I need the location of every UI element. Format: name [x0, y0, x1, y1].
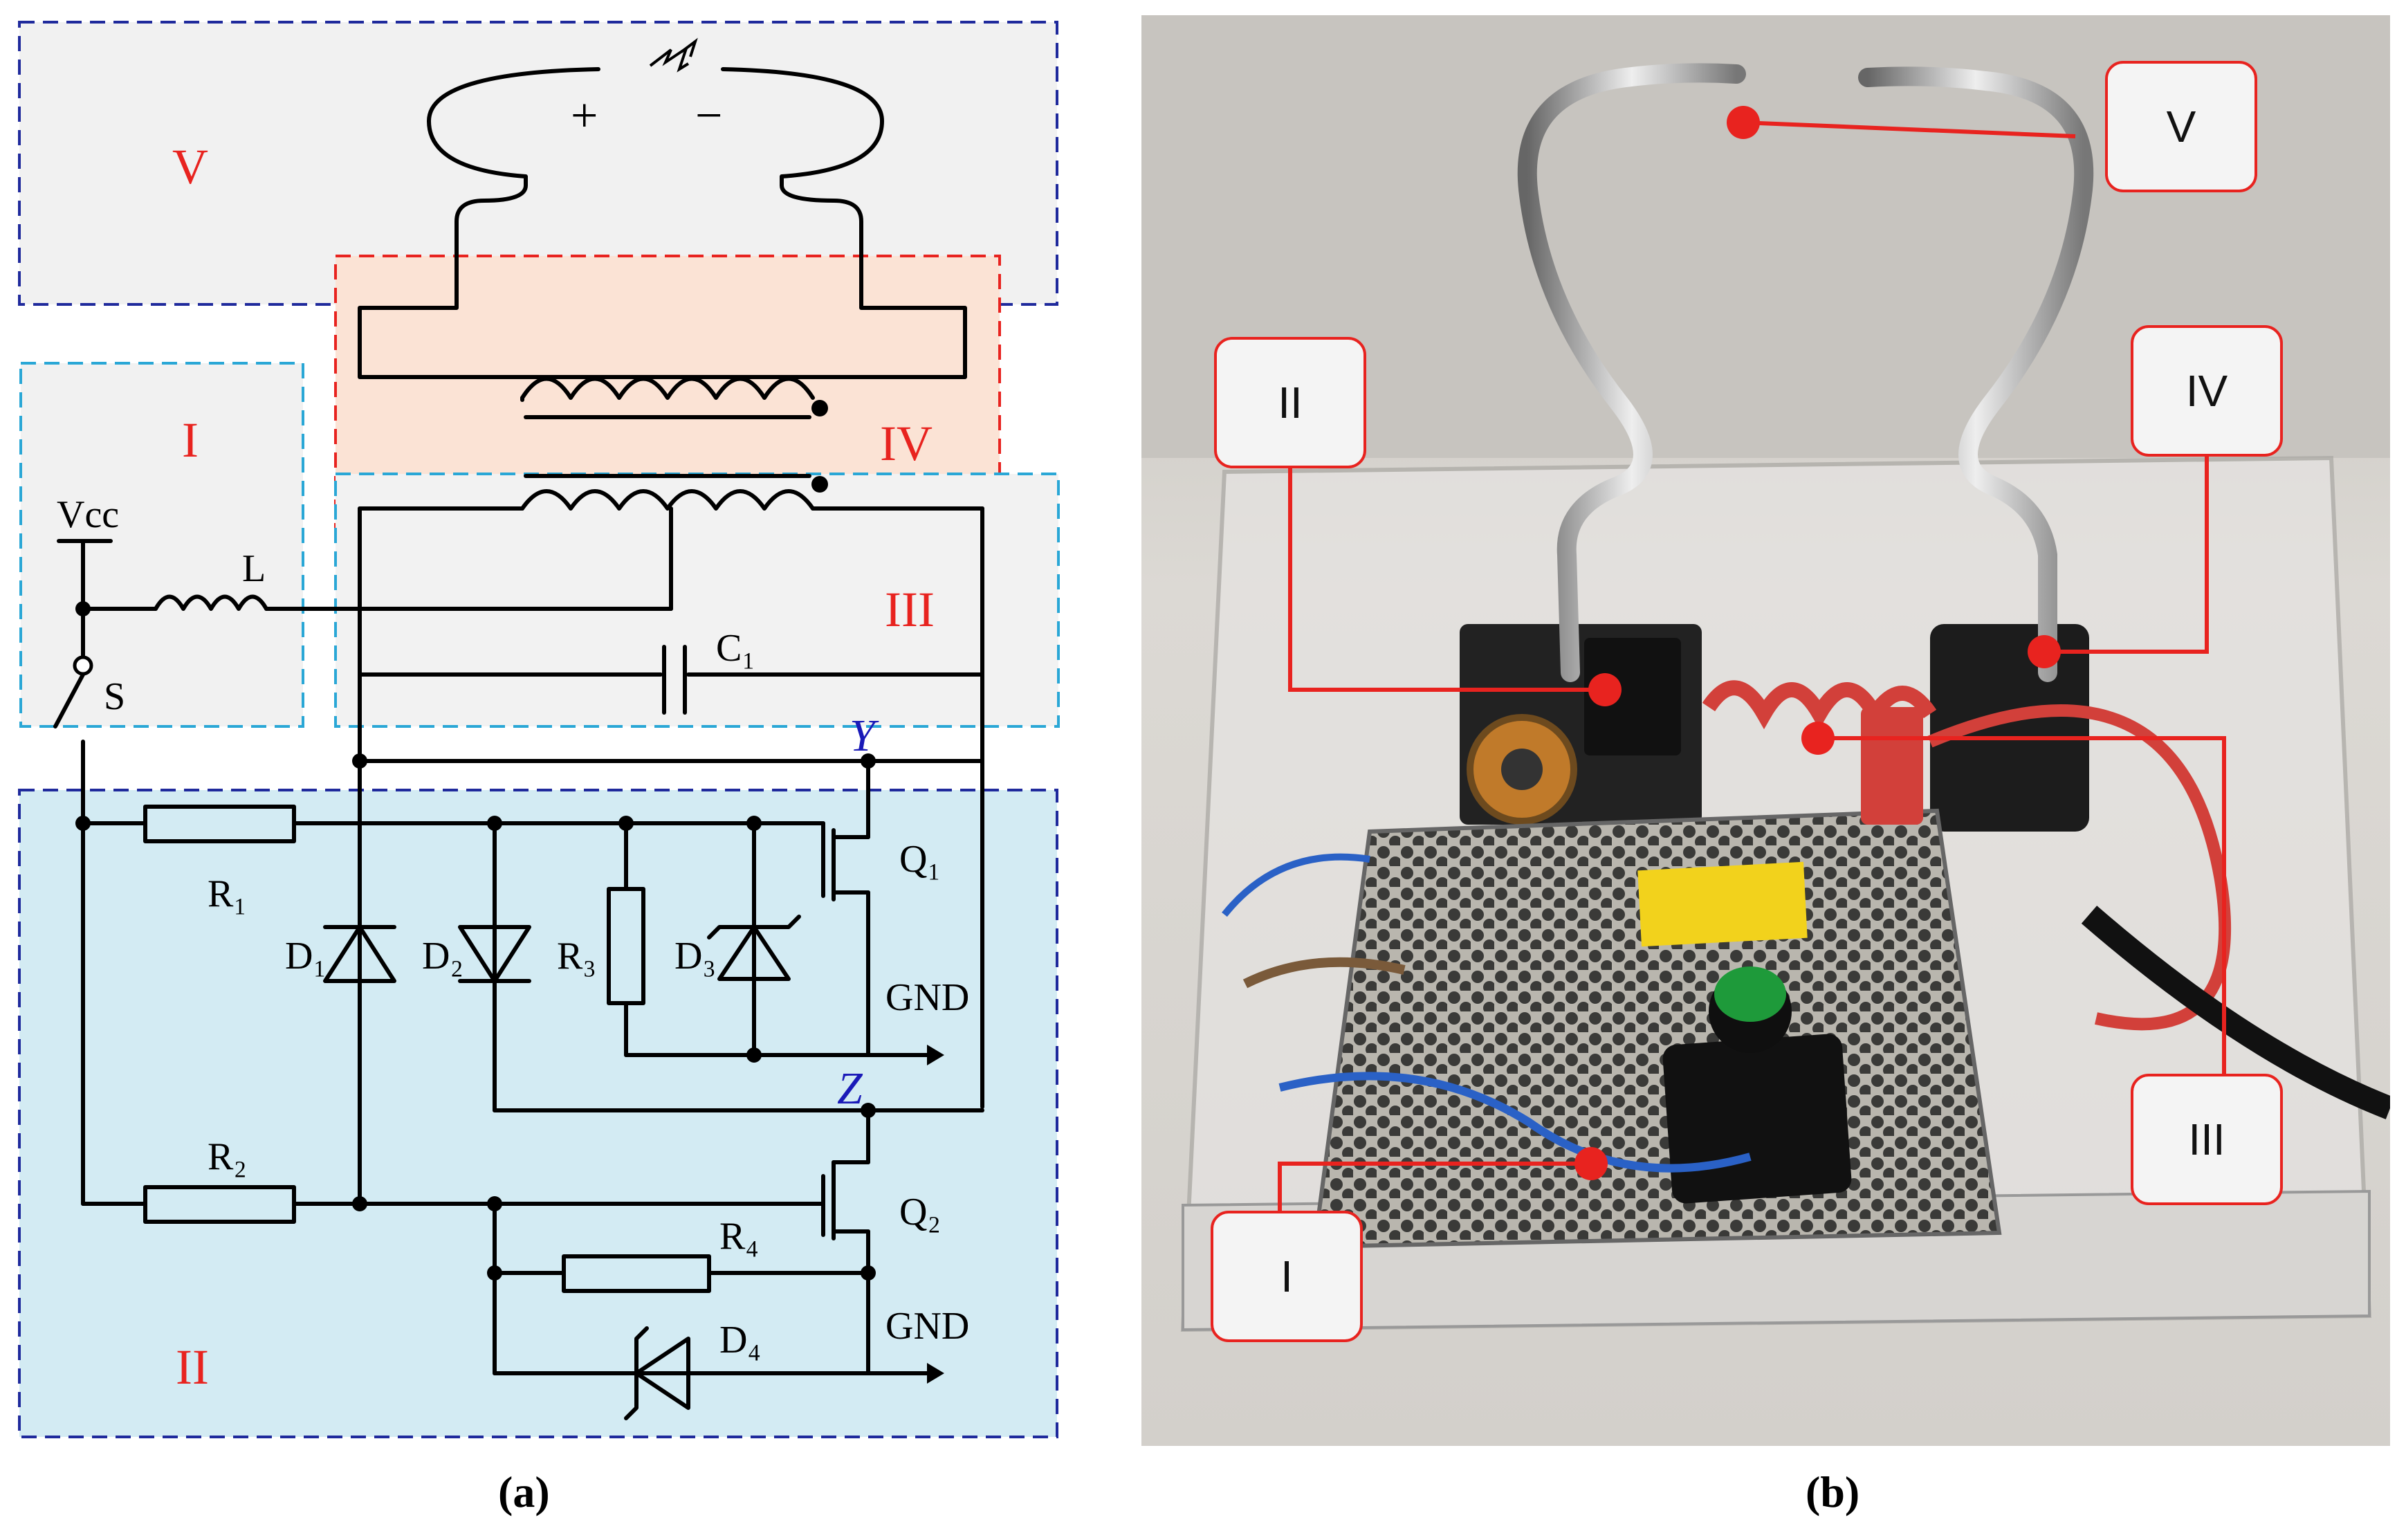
label-r2: R₂: [208, 1135, 247, 1178]
label-q1: Q₁: [899, 838, 941, 881]
gnd-arrow-2: [927, 1363, 944, 1384]
photo-callout-ii: II: [1214, 337, 1366, 468]
spark-icon: [649, 37, 698, 73]
label-d3: D₃: [674, 935, 716, 978]
transformer-frame: [358, 257, 967, 379]
label-c1: C₁: [716, 627, 755, 670]
label-r1: R₁: [208, 872, 247, 915]
region-iii-box: [334, 473, 1060, 728]
switch-s: [53, 672, 85, 728]
inductor-l: [154, 594, 268, 611]
region-label-ii: II: [176, 1339, 209, 1395]
label-switch: S: [104, 675, 125, 718]
label-minus: −: [695, 89, 722, 143]
gnd-arrow-1: [927, 1045, 944, 1065]
label-d1: D₁: [285, 935, 327, 978]
label-gnd-2: GND: [885, 1305, 969, 1348]
region-label-iv: IV: [880, 416, 933, 471]
region-ii-box: [18, 789, 1058, 1438]
label-q2: Q₂: [899, 1191, 941, 1234]
diode-d2: [458, 925, 531, 983]
label-r4: R₄: [719, 1215, 759, 1258]
label-plus: +: [571, 89, 598, 143]
secondary-coil: [520, 376, 815, 400]
node-label-z: Z: [837, 1063, 863, 1114]
photo-callout-iv: IV: [2131, 325, 2283, 457]
circuit-schematic: V I IV III II Vcc L S C₁ R₁ R₂ R₃ R₄ D₁ …: [18, 21, 1060, 1438]
electrode-left: [427, 67, 600, 262]
label-gnd-1: GND: [885, 976, 969, 1019]
caption-a: (a): [498, 1467, 550, 1516]
label-d4: D₄: [719, 1319, 761, 1362]
label-d2: D₂: [422, 935, 463, 978]
device-photo-illustration: [1141, 15, 2390, 1446]
region-label-iii: III: [885, 582, 935, 637]
label-r3: R₃: [557, 935, 596, 978]
region-i-box: [19, 362, 304, 728]
region-label-v: V: [172, 139, 208, 194]
region-label-i: I: [182, 412, 199, 468]
zener-d3: [717, 925, 791, 981]
zener-d4: [634, 1337, 690, 1410]
diode-d1: [323, 925, 396, 983]
caption-b: (b): [1806, 1467, 1860, 1516]
label-vcc: Vcc: [57, 493, 119, 536]
primary-coil: [520, 489, 815, 511]
node-label-y: Y: [849, 711, 879, 761]
photo-callout-iii: III: [2131, 1074, 2283, 1205]
photo-callout-i: I: [1211, 1211, 1363, 1342]
photo-callout-v: V: [2105, 61, 2257, 192]
electrode-right: [721, 67, 884, 262]
device-photo: V II IV III I: [1141, 15, 2390, 1446]
label-inductor: L: [242, 547, 266, 590]
